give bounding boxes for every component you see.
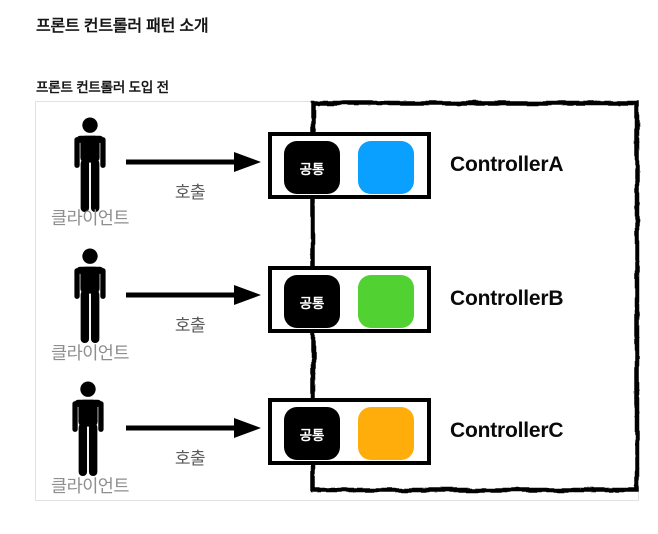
client-person-icon <box>72 381 104 477</box>
business-logic-chip <box>358 407 414 460</box>
business-logic-chip <box>358 141 414 194</box>
business-logic-chip <box>358 275 414 328</box>
call-label: 호출 <box>174 183 206 202</box>
client-person-icon <box>74 117 106 213</box>
common-logic-chip: 공통 <box>284 275 340 328</box>
controller-name: ControllerB <box>450 287 564 310</box>
call-arrow-icon <box>126 152 261 172</box>
call-arrow-icon <box>126 418 261 438</box>
call-label: 호출 <box>174 316 206 335</box>
client-label: 클라이언트 <box>51 343 130 363</box>
controller-box: 공통 <box>268 398 431 465</box>
call-arrow-icon <box>126 285 261 305</box>
section-title: 프론트 컨트롤러 도입 전 <box>36 80 169 95</box>
common-logic-chip: 공통 <box>284 407 340 460</box>
controller-box: 공통 <box>268 266 431 333</box>
call-label: 호출 <box>174 449 206 468</box>
controller-name: ControllerC <box>450 419 564 442</box>
client-label: 클라이언트 <box>51 208 130 228</box>
controller-box: 공통 <box>268 132 431 199</box>
client-person-icon <box>74 248 106 344</box>
common-logic-chip: 공통 <box>284 141 340 194</box>
page-title: 프론트 컨트롤러 패턴 소개 <box>36 18 209 35</box>
controller-name: ControllerA <box>450 153 564 176</box>
client-label: 클라이언트 <box>51 476 130 496</box>
